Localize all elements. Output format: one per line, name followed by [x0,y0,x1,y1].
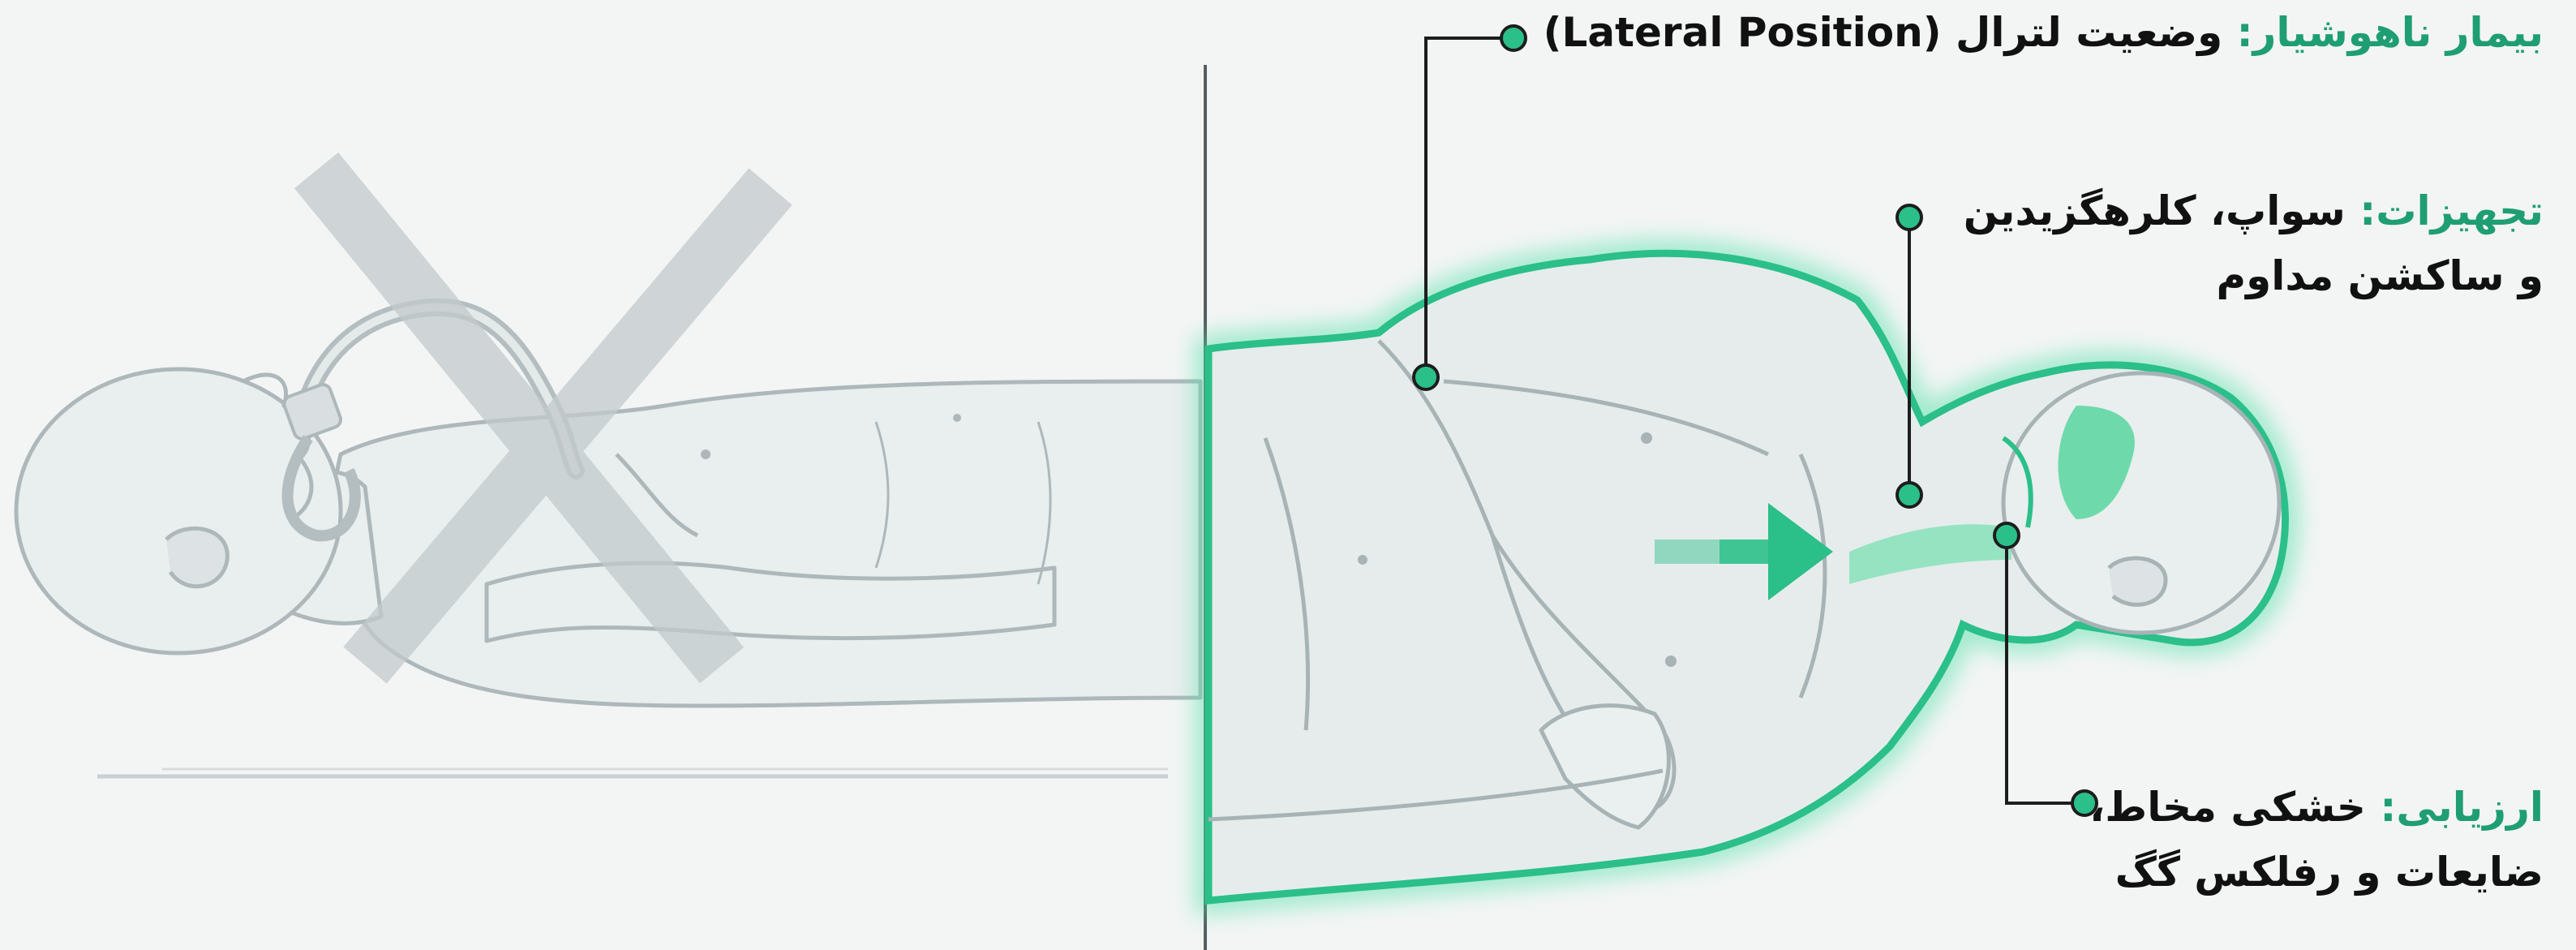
callout-dot [1897,205,1921,230]
annotation-position-label: بیمار ناهوشیار: [2237,9,2544,56]
callout-dot [1897,483,1921,507]
annotation-equipment-text-line2: و ساکشن مداوم [1964,243,2544,308]
correct-position-panel [1209,26,2286,901]
annotation-position-text: وضعیت لترال (Lateral Position) [1543,9,2223,56]
incorrect-position-panel [16,170,1200,776]
callout-dot [1994,523,2019,548]
callout-dot [1414,365,1438,389]
annotation-position: بیمار ناهوشیار: وضعیت لترال (Lateral Pos… [1543,0,2544,65]
annotation-equipment-label: تجهیزات: [2359,187,2544,234]
annotation-assessment: ارزیابی: خشکی مخاط، ضایعات و رفلکس گگ [2089,775,2544,905]
annotation-assessment-label: ارزیابی: [2380,784,2544,831]
annotation-equipment-text-line1: سواپ، کلرهگزیدین [1964,187,2346,234]
annotation-assessment-text-line2: ضایعات و رفلکس گگ [2089,840,2544,905]
annotation-equipment: تجهیزات: سواپ، کلرهگزیدین و ساکشن مداوم [1964,178,2544,308]
annotation-assessment-text-line1: خشکی مخاط، [2089,784,2366,831]
callout-dot [1501,26,1526,50]
